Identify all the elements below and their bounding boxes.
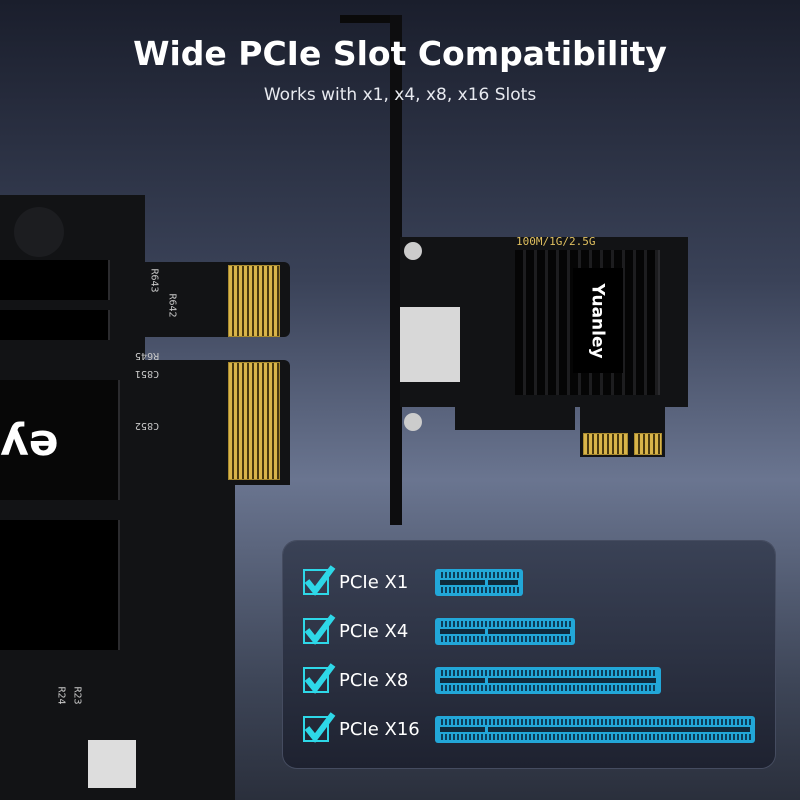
silk-label: C851 [135, 368, 160, 379]
silk-label: R24 [55, 686, 67, 705]
closeup-brand-text: ey [0, 420, 59, 471]
silk-label: R643 [148, 268, 160, 293]
checkmark-icon [303, 565, 336, 596]
checkmark-icon [303, 663, 336, 694]
page-subtitle: Works with x1, x4, x8, x16 Slots [263, 85, 537, 105]
pcie-x16-slot-icon [435, 715, 755, 743]
silk-label: R645 [135, 350, 160, 361]
slot-label: PCIe X8 [339, 669, 409, 691]
silk-label: C852 [135, 420, 160, 431]
checkmark-icon [303, 712, 336, 743]
page-title: Wide PCIe Slot Compatibility [133, 34, 667, 73]
slot-label: PCIe X4 [339, 620, 409, 642]
checkmark-icon [303, 614, 336, 645]
slot-label: PCIe X1 [339, 571, 409, 593]
pcie-x4-slot-icon [435, 617, 575, 645]
compatibility-panel: PCIe X1 PCIe X4 PCIe X8 PCIe X16 [283, 541, 775, 768]
compat-row-x16: PCIe X16 [303, 712, 755, 744]
pcie-x8-slot-icon [435, 666, 661, 694]
pcie-x1-slot-icon [435, 568, 523, 596]
compat-row-x1: PCIe X1 [303, 565, 523, 597]
silk-label: R23 [71, 686, 83, 705]
card-brand-logo: Yuanley [588, 282, 609, 359]
slot-label: PCIe X16 [339, 718, 420, 740]
compat-row-x8: PCIe X8 [303, 663, 661, 695]
card-speed-label: 100M/1G/2.5G [516, 235, 596, 248]
compat-row-x4: PCIe X4 [303, 614, 575, 646]
silk-label: R642 [166, 293, 178, 318]
